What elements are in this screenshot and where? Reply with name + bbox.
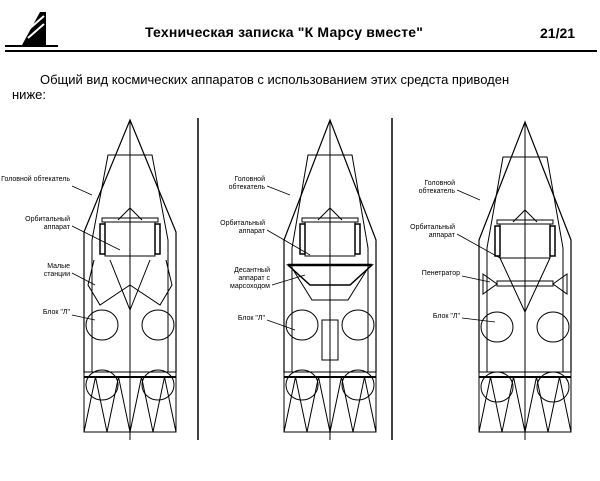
spacecraft-drawing [456, 120, 572, 440]
logo [5, 12, 58, 47]
label-fairing-2: Головной обтекатель [228, 176, 265, 191]
label-block-l-1: Блок "Л" [42, 309, 70, 316]
intro-text-cont: ниже: [12, 87, 46, 102]
label-lander: Десантный аппарат с марсоходом [230, 267, 270, 290]
label-fairing-1: Головной обтекатель [1, 176, 70, 183]
label-orbiter-3: Орбитальный аппарат [410, 224, 455, 239]
label-block-l-3: Блок "Л" [432, 313, 460, 320]
label-block-l-2: Блок "Л" [237, 315, 265, 322]
header-rule [5, 50, 597, 52]
label-small-stations: Малые станции [43, 263, 70, 278]
spacecraft-drawing [71, 118, 177, 440]
intro-text: Общий вид космических аппаратов с исполь… [40, 72, 510, 87]
document-title: Техническая записка "К Марсу вместе" [145, 24, 424, 40]
page-number: 21/21 [540, 25, 576, 41]
label-fairing-3: Головной обтекатель [418, 180, 455, 195]
label-penetrator: Пенетратор [421, 270, 460, 277]
spacecraft-drawing [266, 118, 377, 440]
label-orbiter-1: Орбитальный аппарат [25, 216, 70, 231]
label-orbiter-2: Орбитальный аппарат [220, 220, 265, 235]
